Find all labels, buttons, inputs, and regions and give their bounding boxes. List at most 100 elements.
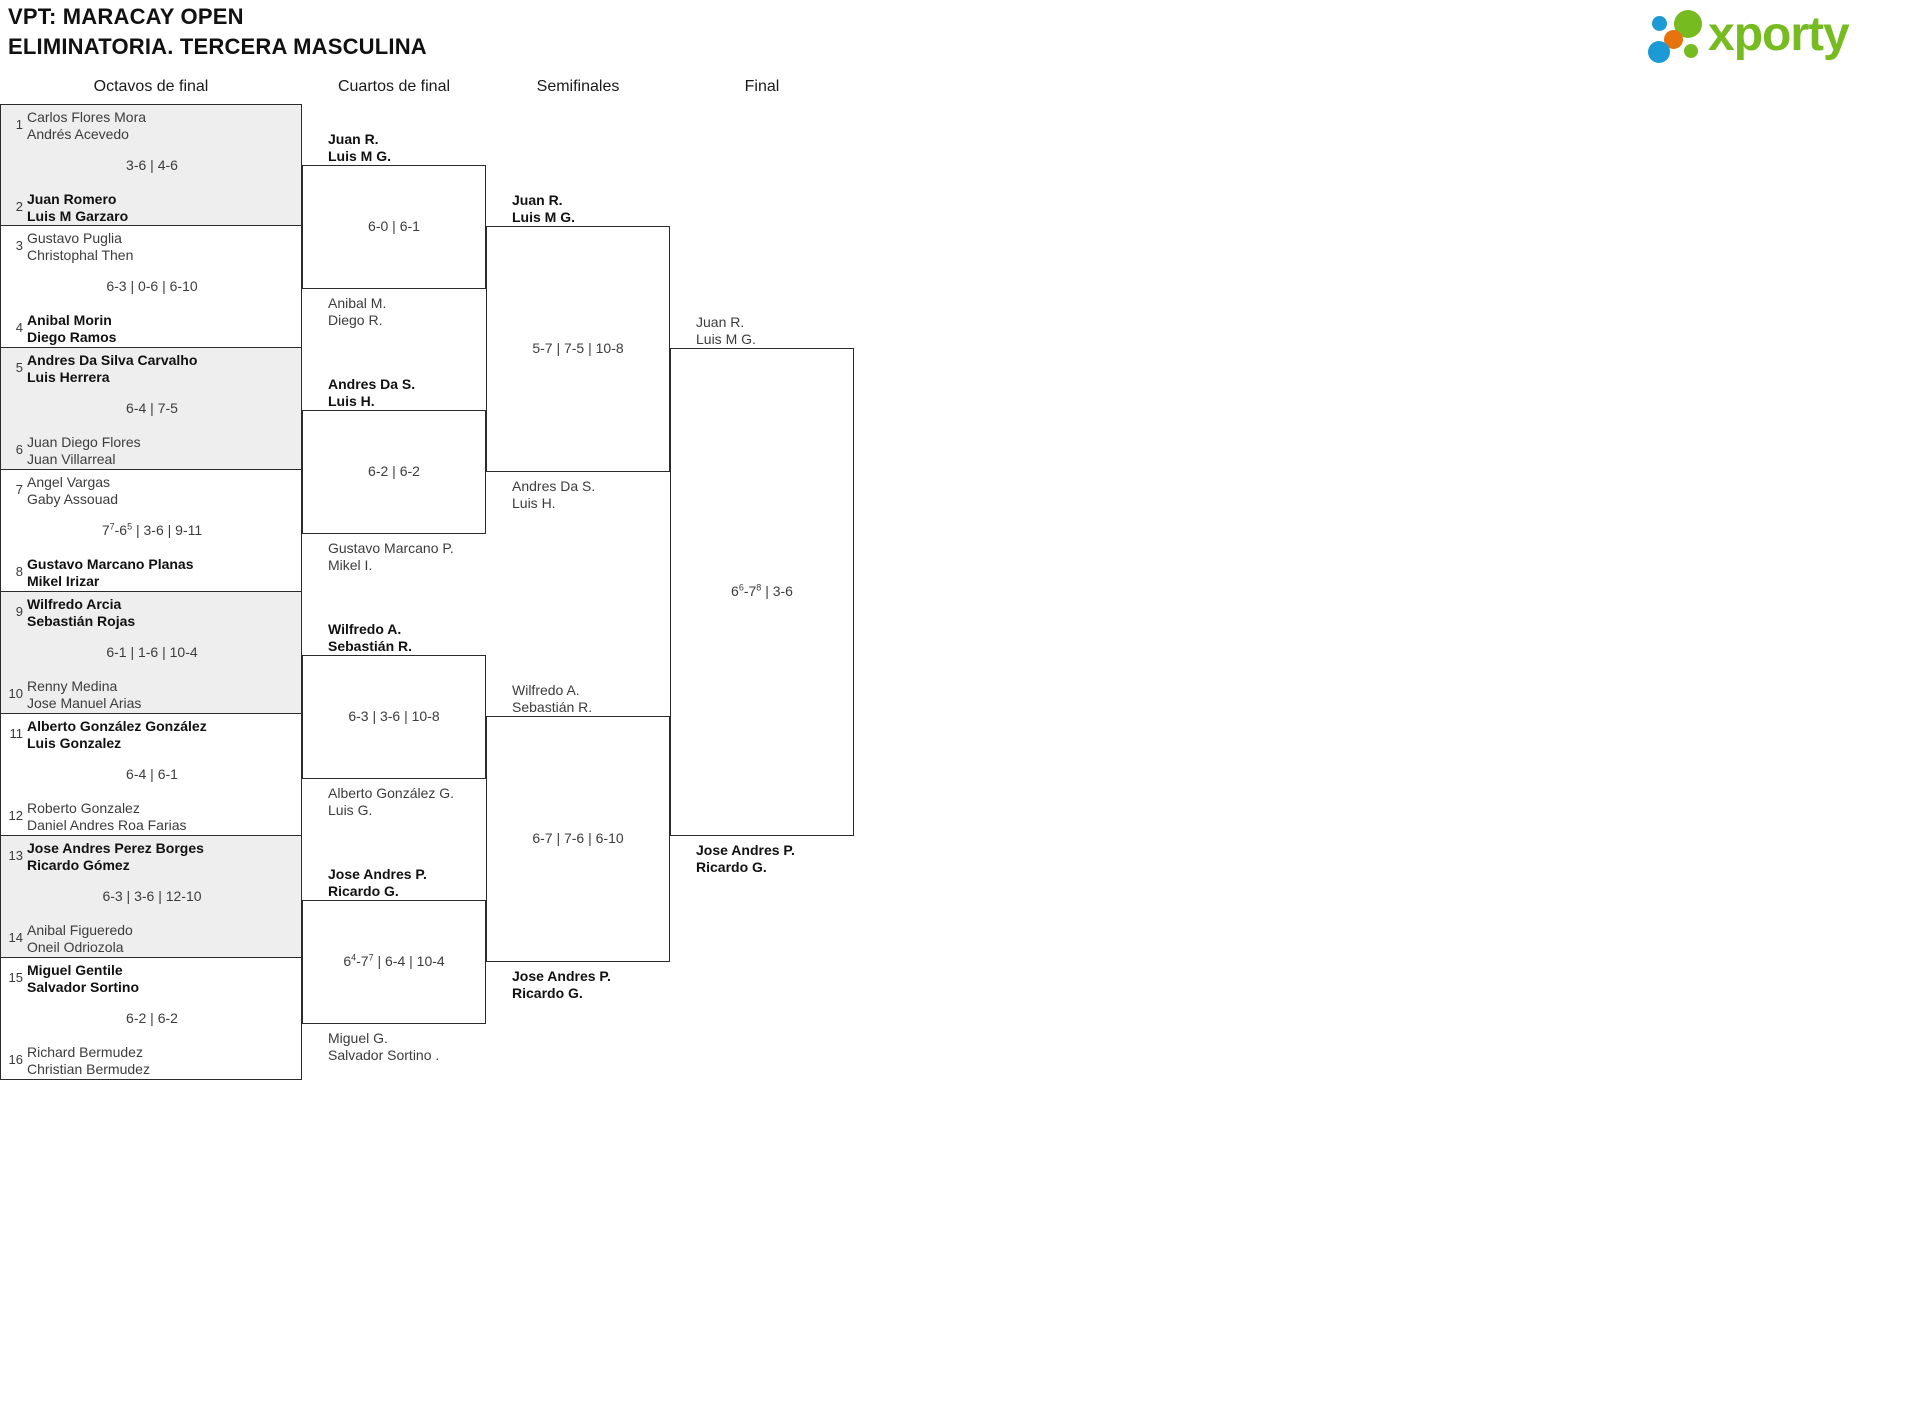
logo-dot-blue-small-icon [1652,16,1667,31]
team-names-bottom: Jose Andres P.Ricardo G. [696,842,850,876]
player-name: Alberto González González [27,718,207,734]
match-score: 6-2 | 6-2 [126,1010,178,1026]
logo-dot-green-small-icon [1684,44,1698,58]
title-block: VPT: MARACAY OPEN ELIMINATORIA. TERCERA … [8,2,427,62]
team-names-top: Juan R.Luis M G. [512,192,666,226]
player-name: Ricardo G. [512,985,583,1001]
match-score: 6-3 | 3-6 | 12-10 [102,888,202,904]
round2-team-bottom[interactable]: Anibal M.Diego R. [302,291,486,329]
tournament-title-line1: VPT: MARACAY OPEN [8,4,244,29]
round2-score: 6-3 | 3-6 | 10-8 [348,708,440,724]
round2-team-top[interactable]: Jose Andres P.Ricardo G. [302,862,486,900]
player-name: Anibal Figueredo [27,922,133,938]
round3-score: 6-7 | 7-6 | 6-10 [532,830,624,846]
player-name: Luis M G. [512,209,575,225]
seed-number: 15 [8,970,23,985]
player-name: Andres Da S. [328,376,416,392]
round3-score: 5-7 | 7-5 | 10-8 [532,340,624,356]
round2-score: 6-2 | 6-2 [368,463,420,479]
seed-number: 16 [8,1052,23,1067]
round2-connector-box [302,900,486,1024]
team-names-top: Wilfredo A.Sebastián R. [328,621,482,655]
player-name: Jose Andres P. [512,968,611,984]
player-name: Juan Diego Flores [27,434,141,450]
round2-team-top[interactable]: Andres Da S.Luis H. [302,372,486,410]
team-names-bottom: Andres Da S.Luis H. [512,478,666,512]
round4-connector-box [670,348,854,836]
player-name: Gustavo Marcano P. [328,540,454,556]
page-header: VPT: MARACAY OPEN ELIMINATORIA. TERCERA … [0,0,1920,70]
round2-team-top[interactable]: Wilfredo A.Sebastián R. [302,617,486,655]
player-name: Jose Andres P. [328,866,427,882]
round2-connector-box [302,655,486,779]
player-name: Salvador Sortino . [328,1047,440,1063]
player-name: Juan Romero [27,191,117,207]
player-name: Wilfredo A. [512,682,580,698]
round2-team-bottom[interactable]: Gustavo Marcano P.Mikel I. [302,536,486,574]
player-name: Ricardo G. [328,883,399,899]
round3-team-bottom[interactable]: Jose Andres P.Ricardo G. [486,964,670,1002]
round3-team-bottom[interactable]: Andres Da S.Luis H. [486,474,670,512]
player-name: Andrés Acevedo [27,126,129,142]
player-name: Diego Ramos [27,329,117,345]
round2-connector-box [302,165,486,289]
team-names-bottom: Gustavo Marcano P.Mikel I. [328,540,482,574]
round3-team-top[interactable]: Wilfredo A.Sebastián R. [486,678,670,716]
round3-team-top[interactable]: Juan R.Luis M G. [486,188,670,226]
round2-team-bottom[interactable]: Alberto González G.Luis G. [302,781,486,819]
round4-team-bottom[interactable]: Jose Andres P.Ricardo G. [670,838,854,876]
seed-number: 8 [15,564,23,579]
player-name: Anibal M. [328,295,387,311]
player-name: Alberto González G. [328,785,455,801]
player-name: Andres Da Silva Carvalho [27,352,198,368]
match-score: 6-3 | 0-6 | 6-10 [106,278,198,294]
player-name: Angel Vargas [27,474,111,490]
team-names-bottom: Alberto González G.Luis G. [328,785,482,819]
team-names-bottom: Anibal M.Diego R. [328,295,482,329]
logo-dot-blue-large-icon [1648,41,1670,63]
round2-score: 64-77 | 6-4 | 10-4 [343,952,445,969]
round2-team-top[interactable]: Juan R.Luis M G. [302,127,486,165]
player-name: Sebastián R. [328,638,413,654]
round2-team-bottom[interactable]: Miguel G.Salvador Sortino . [302,1026,486,1064]
team-names-bottom: Miguel G.Salvador Sortino . [328,1030,482,1064]
player-name: Wilfredo Arcia [27,596,122,612]
team-names-top: Jose Andres P.Ricardo G. [328,866,482,900]
round3-connector-box [486,226,670,472]
round-heading-semifinales: Semifinales [536,78,620,95]
seed-number: 7 [15,482,23,497]
round4-team-top[interactable]: Juan R.Luis M G. [670,310,854,348]
